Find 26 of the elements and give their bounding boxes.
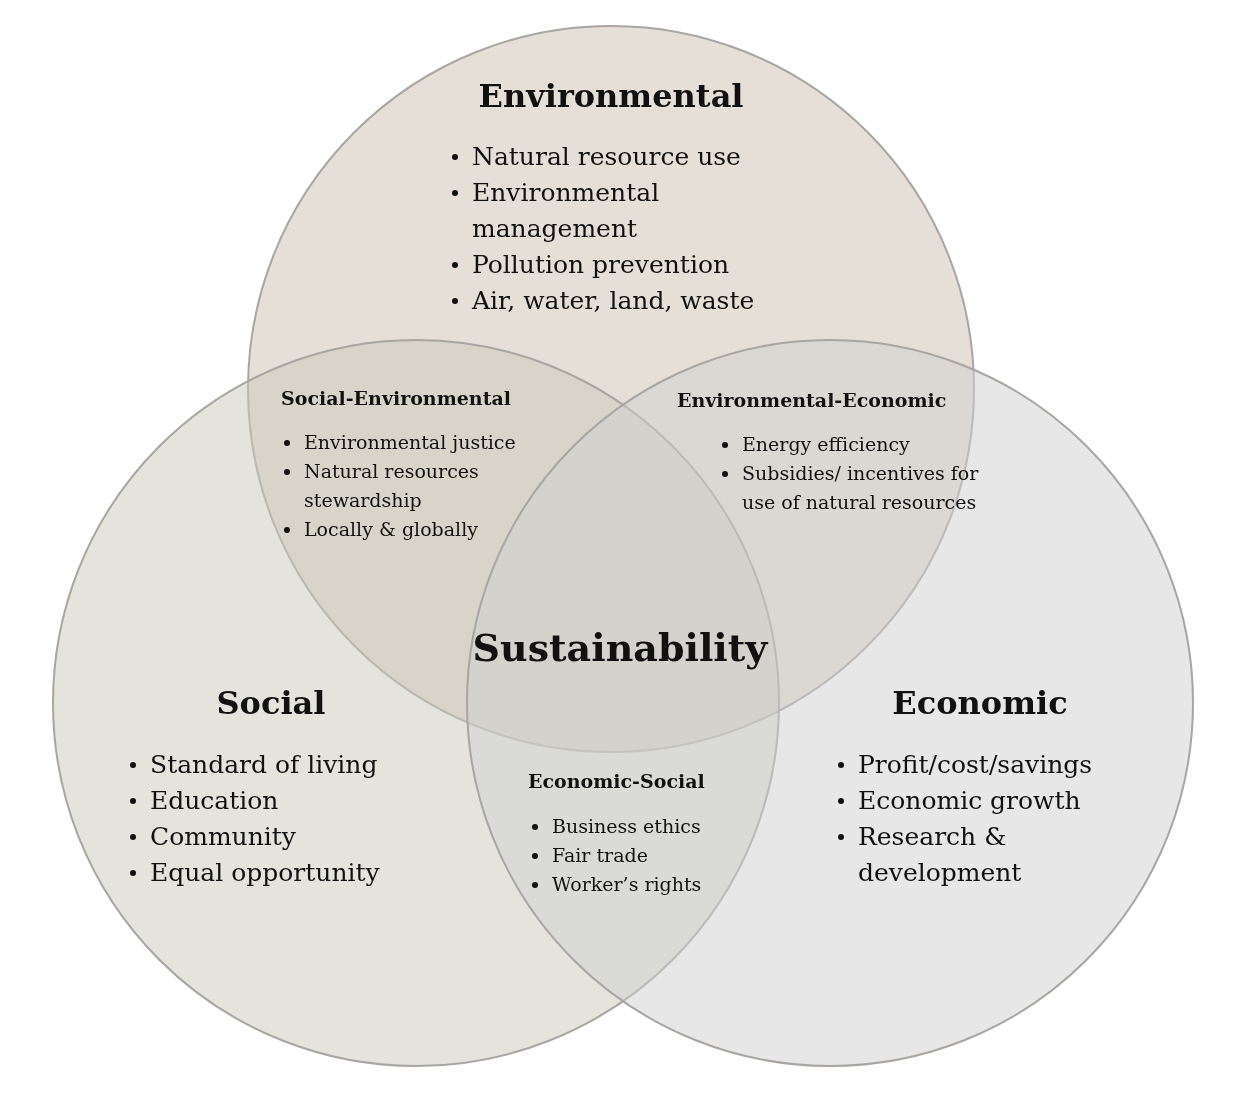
list-item: Business ethics: [552, 815, 701, 837]
list-item: Natural resources stewardship: [304, 460, 479, 511]
list-item: Equal opportunity: [150, 858, 380, 887]
list-item: Natural resource use: [472, 142, 741, 171]
list-item: Research & development: [858, 822, 1022, 887]
list-item: Standard of living: [150, 750, 378, 779]
list-item: Environmental management: [472, 178, 660, 243]
list-item: Subsidies/ incentives for use of natural resources: [742, 462, 979, 513]
overlap-heading: Environmental-Economic: [677, 389, 947, 411]
category-heading: Environmental: [478, 77, 744, 115]
list-item: Worker’s rights: [552, 873, 702, 895]
overlap-heading: Social-Environmental: [281, 387, 511, 409]
list-item: Energy efficiency: [742, 433, 910, 455]
list-item: Profit/cost/savings: [858, 750, 1093, 779]
list-item: Locally & globally: [304, 518, 478, 540]
list-item: Community: [150, 822, 296, 851]
category-heading: Economic: [892, 684, 1068, 722]
list-item: Environmental justice: [304, 431, 516, 453]
center-heading: Sustainability: [472, 625, 768, 670]
list-item: Education: [150, 786, 279, 815]
list-item: Economic growth: [858, 786, 1081, 815]
list-item: Fair trade: [552, 844, 648, 866]
list-item: Pollution prevention: [472, 250, 730, 279]
list-item: Air, water, land, waste: [472, 286, 755, 315]
overlap-heading: Economic-Social: [528, 770, 705, 792]
category-heading: Social: [216, 684, 326, 722]
